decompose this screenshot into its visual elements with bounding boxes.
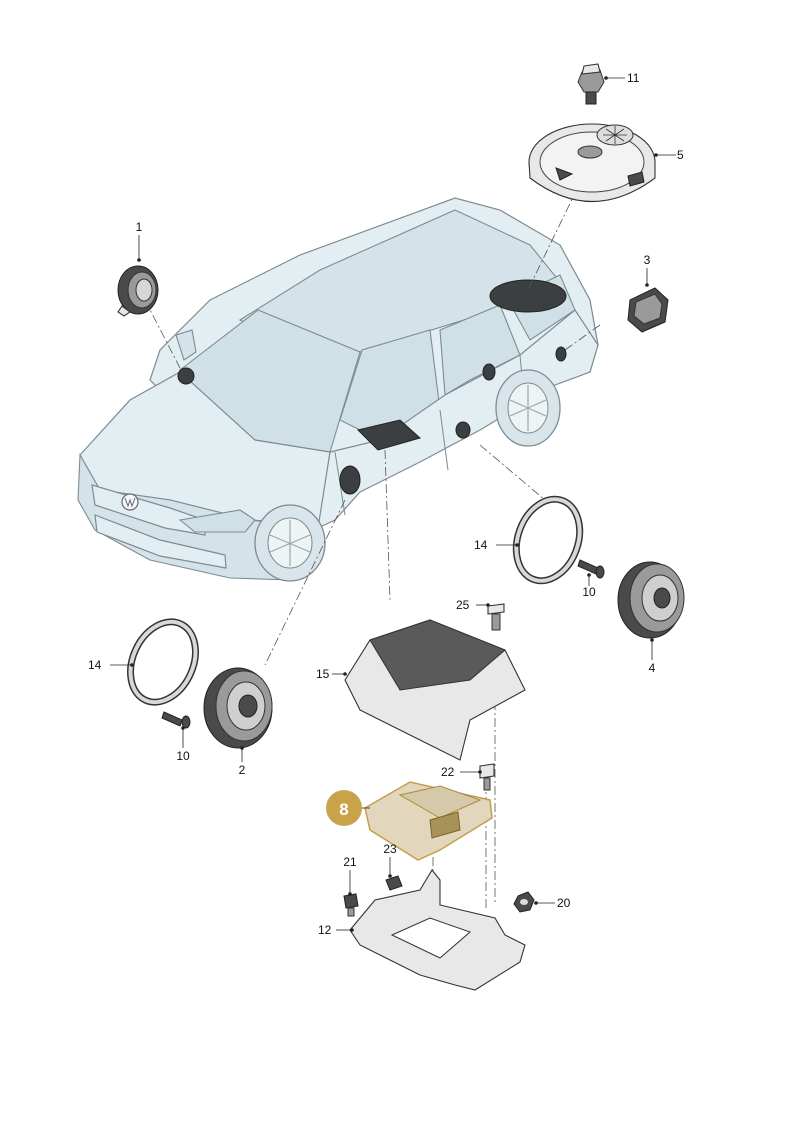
part-21-bolt xyxy=(343,870,359,917)
callout-2: 2 xyxy=(239,763,246,777)
callout-4: 4 xyxy=(649,661,656,675)
part-2-speaker xyxy=(203,667,273,762)
part-20-nut xyxy=(513,891,555,913)
callout-21: 21 xyxy=(343,855,357,869)
part-1-tweeter xyxy=(117,235,159,317)
callout-14a: 14 xyxy=(474,538,488,552)
part-4-speaker xyxy=(617,561,685,660)
callout-10a: 10 xyxy=(582,585,596,599)
callout-25: 25 xyxy=(456,598,470,612)
part-14-seal-ring-rear xyxy=(496,495,584,585)
badge-label: 8 xyxy=(339,800,348,819)
part-3-tweeter xyxy=(627,268,669,333)
part-10-rivet-rear xyxy=(577,559,605,586)
callout-labels: 1 2 3 4 5 10 10 11 12 14 14 15 20 21 22 … xyxy=(88,71,684,937)
callout-1: 1 xyxy=(136,220,143,234)
part-15-cover xyxy=(332,619,526,761)
callout-3: 3 xyxy=(644,253,651,267)
part-23-screw xyxy=(385,857,403,891)
part-22-screw xyxy=(460,763,495,791)
callout-12: 12 xyxy=(318,923,332,937)
callout-5: 5 xyxy=(677,148,684,162)
part-10-rivet-front xyxy=(161,711,191,748)
callout-23: 23 xyxy=(383,842,397,856)
callout-11: 11 xyxy=(627,71,640,85)
part-5-subwoofer xyxy=(528,123,676,202)
part-11-sensor xyxy=(577,63,625,105)
callout-14b: 14 xyxy=(88,658,102,672)
part-12-bracket xyxy=(336,869,526,991)
callout-20: 20 xyxy=(557,896,571,910)
part-25-screw xyxy=(476,603,505,631)
part-14-seal-ring-front xyxy=(110,618,199,706)
part-8-control-unit xyxy=(361,781,493,861)
car-illustration xyxy=(77,197,599,582)
callout-15: 15 xyxy=(316,667,330,681)
callout-22: 22 xyxy=(441,765,455,779)
callout-10b: 10 xyxy=(176,749,190,763)
part-8-badge: 8 xyxy=(326,790,362,826)
